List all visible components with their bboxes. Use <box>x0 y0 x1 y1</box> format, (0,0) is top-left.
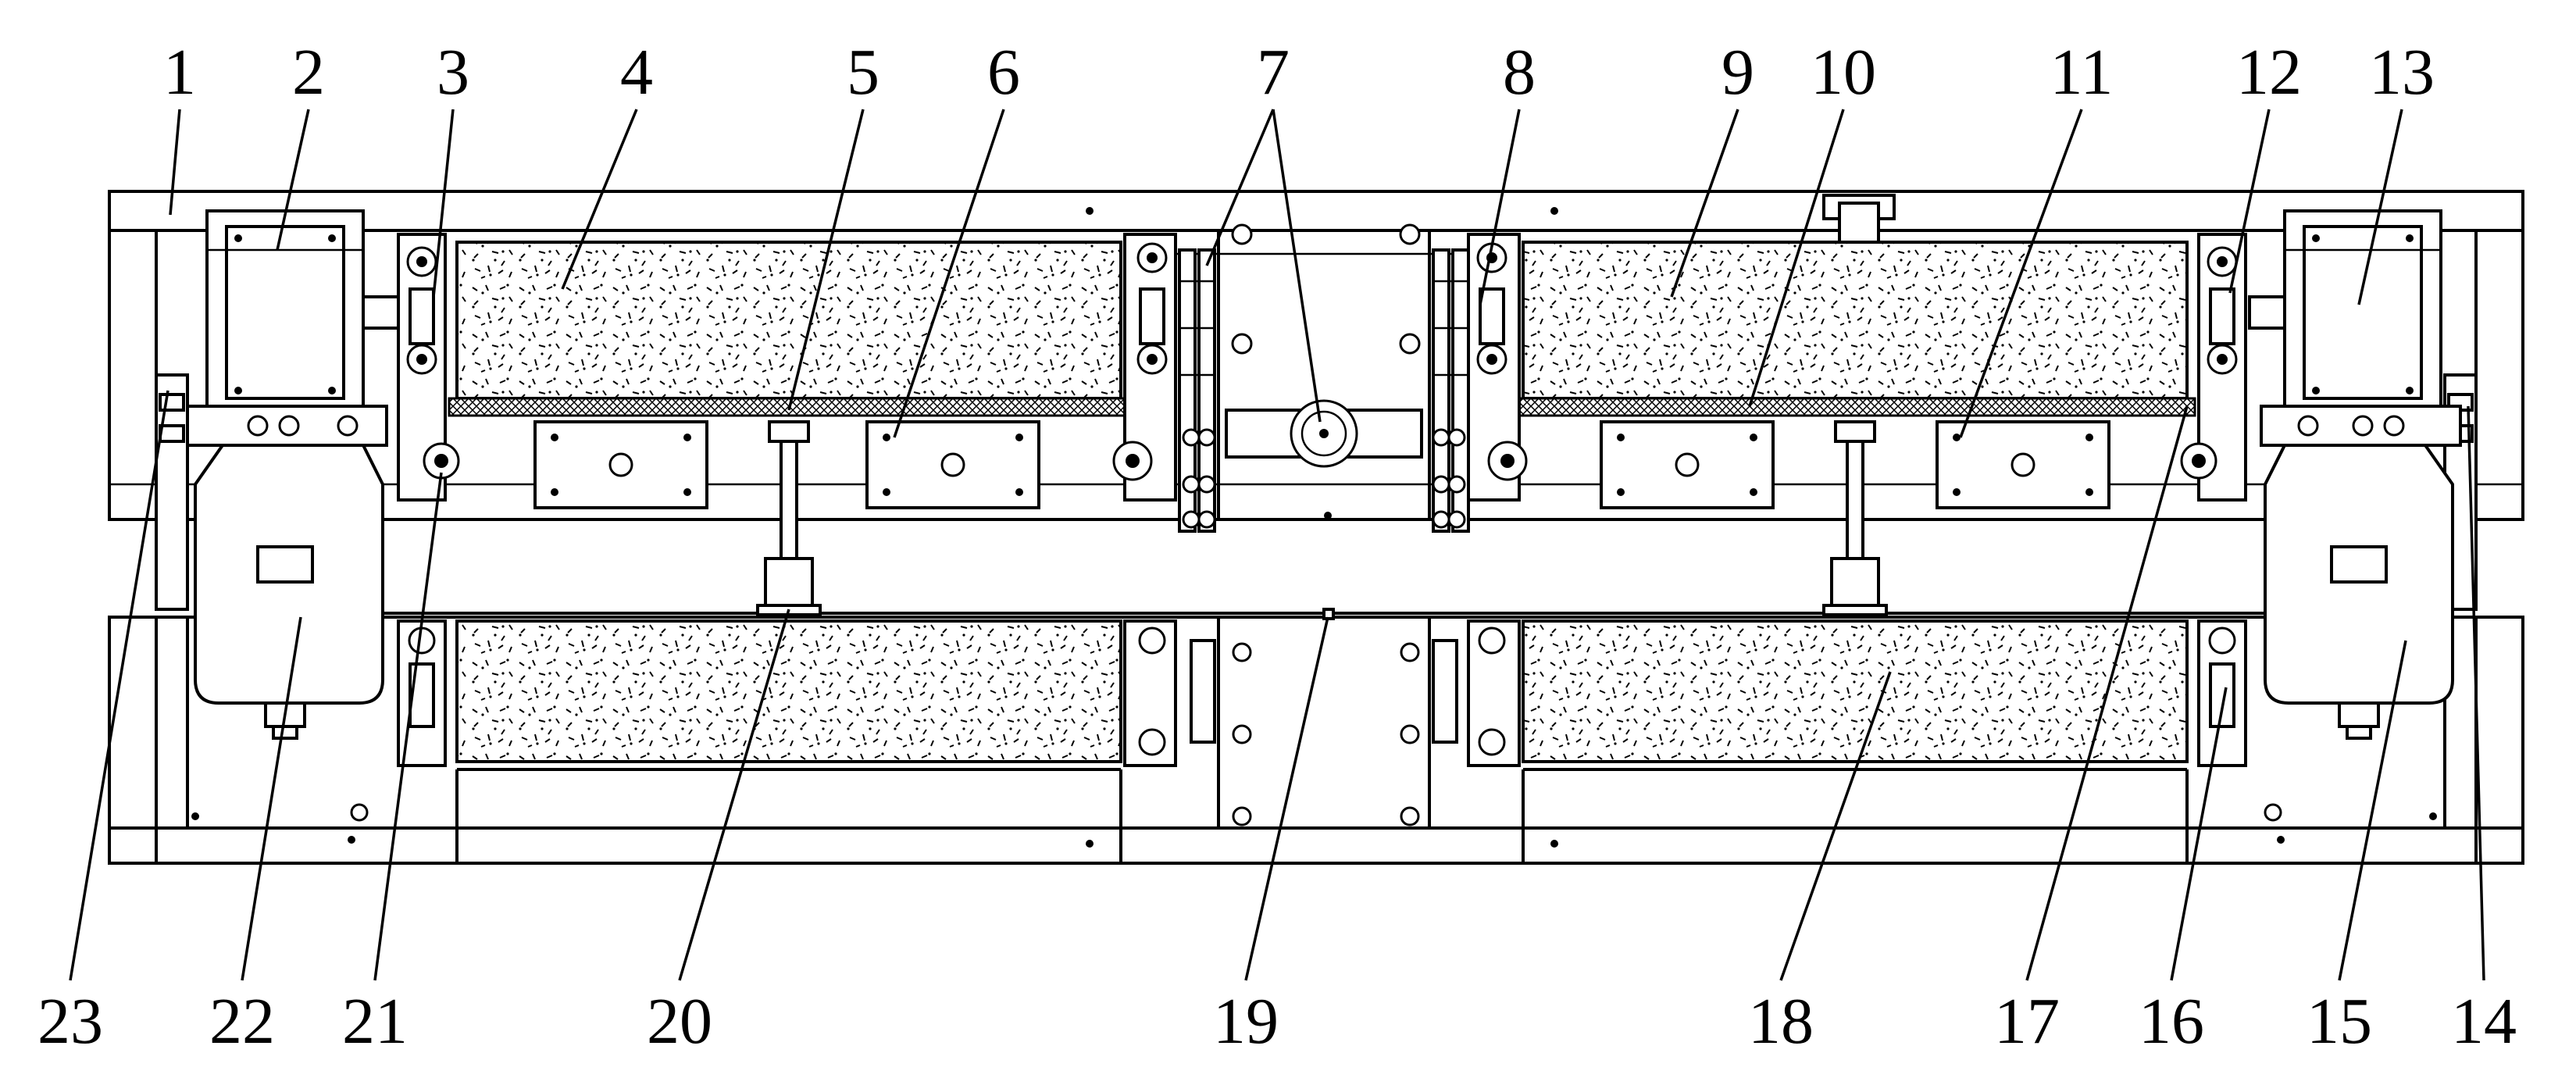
leader-lines <box>69 109 2485 981</box>
lower-right-gearbox <box>2264 444 2454 740</box>
right-support-plates <box>1600 420 2110 509</box>
label-2: 2 <box>292 36 325 109</box>
label-22: 22 <box>209 985 275 1058</box>
middle-beam <box>383 518 2281 615</box>
left-mount-plate <box>186 405 388 447</box>
right-mount-plate <box>2260 405 2462 447</box>
label-3: 3 <box>437 36 469 109</box>
central-drive <box>1112 223 1528 533</box>
right-lower-foam-block <box>1522 619 2189 771</box>
label-9: 9 <box>1721 36 1754 109</box>
right-support-leg <box>1822 420 1888 616</box>
right-roller-column <box>2180 233 2247 767</box>
upper-right-motor <box>2248 209 2442 408</box>
frame-holes <box>191 207 2437 848</box>
right-upper-mesh-belt <box>1518 397 2196 417</box>
label-15: 15 <box>2307 985 2372 1058</box>
label-6: 6 <box>987 36 1020 109</box>
right-upper-foam-block <box>1522 241 2189 400</box>
label-4: 4 <box>620 36 653 109</box>
label-8: 8 <box>1503 36 1536 109</box>
label-1: 1 <box>163 36 196 109</box>
left-roller-column <box>397 233 460 767</box>
left-lower-foam-block <box>455 619 1122 771</box>
label-14: 14 <box>2451 985 2517 1058</box>
label-18: 18 <box>1748 985 1814 1058</box>
label-13: 13 <box>2369 36 2435 109</box>
upper-left-motor <box>205 209 400 408</box>
label-20: 20 <box>647 985 712 1058</box>
part-labels-bottom: 23 22 21 20 19 18 17 16 15 14 <box>37 985 2517 1058</box>
lower-left-gearbox <box>194 444 384 740</box>
label-19: 19 <box>1213 985 1279 1058</box>
left-posts <box>155 373 189 830</box>
label-17: 17 <box>1994 985 2060 1058</box>
part-labels-top: 1 2 3 4 5 6 7 8 9 10 11 12 13 <box>163 36 2435 109</box>
label-12: 12 <box>2236 36 2302 109</box>
left-upper-foam-block <box>455 241 1122 400</box>
label-23: 23 <box>37 985 103 1058</box>
label-5: 5 <box>847 36 879 109</box>
label-11: 11 <box>2050 36 2114 109</box>
lower-central-drive <box>1123 608 1521 828</box>
label-21: 21 <box>342 985 408 1058</box>
label-16: 16 <box>2139 985 2204 1058</box>
label-7: 7 <box>1257 36 1290 109</box>
label-10: 10 <box>1811 36 1876 109</box>
top-bracket <box>1822 194 1896 244</box>
left-upper-mesh-belt <box>448 397 1126 417</box>
left-support-leg <box>756 420 822 616</box>
